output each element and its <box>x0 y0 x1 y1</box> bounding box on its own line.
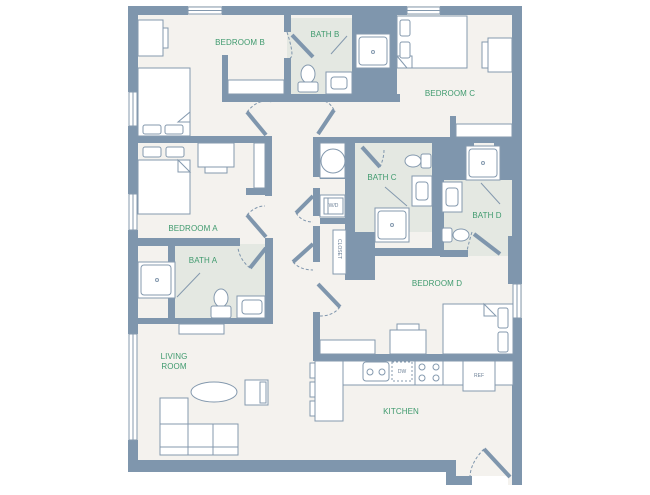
room-label-bath-c: BATH C <box>367 173 397 182</box>
washer-dryer-label: W/D <box>328 203 339 209</box>
room-label-bedroom-c: BEDROOM C <box>424 89 476 98</box>
room-label-bath-d: BATH D <box>472 211 502 220</box>
room-label-bedroom-d: BEDROOM D <box>411 279 463 288</box>
refrigerator-label: REF <box>474 373 484 379</box>
room-label-kitchen: KITCHEN <box>383 407 419 416</box>
dishwasher-label: DW <box>397 369 407 375</box>
walls <box>128 6 522 485</box>
room-label-bedroom-b: BEDROOM B <box>215 38 265 47</box>
room-label-living-room-line1: LIVING <box>160 352 188 361</box>
windows <box>128 6 522 441</box>
furniture <box>137 15 514 456</box>
room-label-bath-b: BATH B <box>310 30 340 39</box>
room-label-bedroom-a: BEDROOM A <box>168 224 218 233</box>
doors <box>237 31 512 479</box>
room-label-living-room-line2: ROOM <box>161 362 187 371</box>
closet-label: CLOSET <box>336 238 342 259</box>
room-label-bath-a: BATH A <box>188 256 218 265</box>
